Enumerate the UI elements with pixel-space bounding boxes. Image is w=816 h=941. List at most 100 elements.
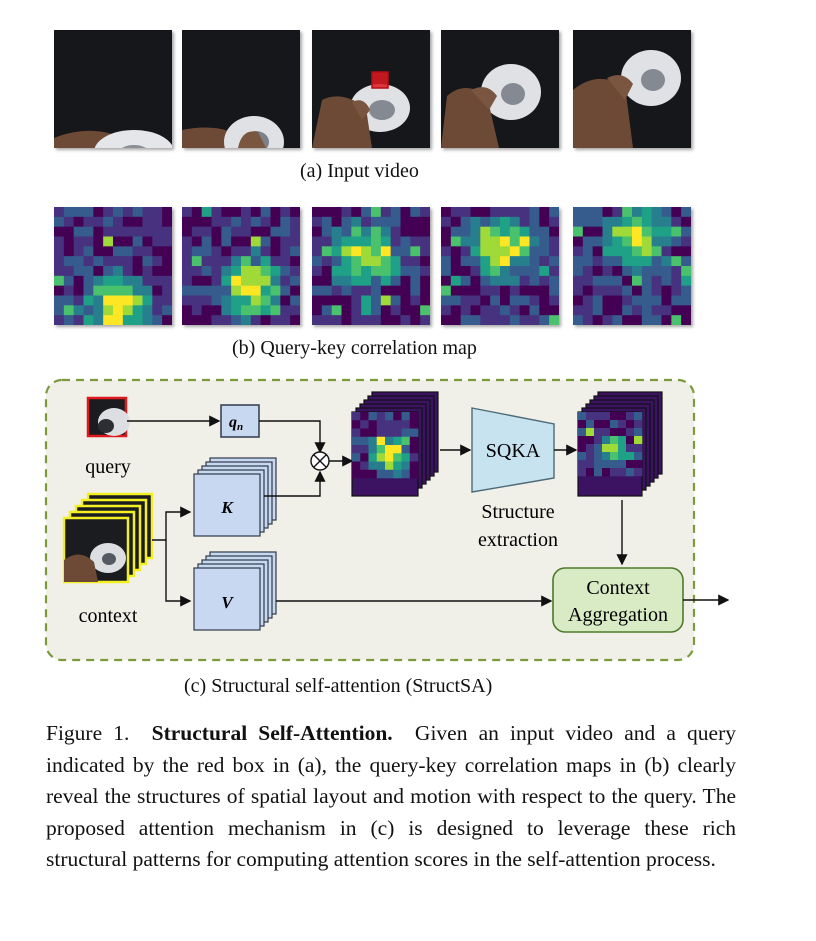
heatmap-cell xyxy=(460,256,471,267)
heatmap-cell xyxy=(221,315,232,325)
heatmap-cell xyxy=(162,295,172,306)
heatmap-cell xyxy=(54,236,65,247)
heatmap-cell xyxy=(376,420,386,429)
heatmap-cell xyxy=(612,207,623,218)
heatmap-cell xyxy=(390,266,401,277)
heatmap-cell xyxy=(250,295,261,306)
heatmap-cell xyxy=(401,420,411,429)
heatmap-cell xyxy=(586,428,595,437)
heatmap-cell xyxy=(490,207,501,218)
heatmap-cell xyxy=(509,246,520,257)
heatmap-cell xyxy=(573,275,584,286)
heatmap-cell xyxy=(500,285,511,296)
heatmap-cell xyxy=(231,256,242,267)
heatmap-cell xyxy=(622,315,633,325)
heatmap-cell xyxy=(371,236,382,247)
heatmap-cell xyxy=(290,295,300,306)
heatmap-cell xyxy=(321,295,332,306)
heatmap-cell xyxy=(103,256,114,267)
heatmap-cell xyxy=(152,216,163,227)
heatmap-cell xyxy=(661,246,672,257)
heatmap-cell xyxy=(93,315,104,325)
heatmap-cell xyxy=(602,275,613,286)
heatmap-cell xyxy=(651,295,662,306)
heatmap-cell xyxy=(500,315,511,325)
heatmap-cell xyxy=(420,236,430,247)
heatmap-cell xyxy=(632,266,643,277)
heatmap-cell xyxy=(578,420,587,429)
heatmap-cell xyxy=(312,266,323,277)
heatmap-cell xyxy=(241,256,252,267)
context-stack xyxy=(62,492,154,584)
heatmap-cell xyxy=(231,216,242,227)
heatmap-cell xyxy=(460,246,471,257)
heatmap-cell xyxy=(260,285,271,296)
heatmap-cell xyxy=(470,285,481,296)
video-frame-2 xyxy=(182,30,300,148)
heatmap-cell xyxy=(602,436,611,445)
q-box xyxy=(220,404,260,438)
heatmap-cell xyxy=(360,469,369,479)
heatmap-cell xyxy=(602,207,613,218)
heatmap-cell xyxy=(103,295,114,306)
heatmap-cell xyxy=(401,469,411,479)
heatmap-cell xyxy=(671,236,682,247)
heatmap-cell xyxy=(241,305,252,316)
heatmap-cell xyxy=(122,207,133,218)
heatmap-cell xyxy=(321,305,332,316)
heatmap-cell xyxy=(450,266,461,277)
heatmap-cell xyxy=(361,256,372,267)
heatmap-cell xyxy=(622,275,633,286)
heatmap-cell xyxy=(549,295,559,306)
heatmap-cell xyxy=(490,216,501,227)
heatmap-cell xyxy=(634,436,643,445)
heatmap-cell xyxy=(632,246,643,257)
heatmap-cell xyxy=(582,246,593,257)
heatmap-cell xyxy=(182,246,193,257)
heatmap-cell xyxy=(360,461,369,471)
heatmap-cell xyxy=(632,207,643,218)
heatmap-cell xyxy=(93,207,104,218)
heatmap-cell xyxy=(270,315,281,325)
video-frame-1 xyxy=(54,30,172,148)
heatmap-cell xyxy=(618,444,627,453)
heatmap-cell xyxy=(103,246,114,257)
figure-caption-body: Given an input video and a query indicat… xyxy=(46,721,737,871)
heatmap-cell xyxy=(450,207,461,218)
heatmap-cell xyxy=(586,444,595,453)
heatmap-cell xyxy=(460,275,471,286)
heatmap-cell xyxy=(122,236,133,247)
heatmap-cell xyxy=(622,226,633,237)
heatmap-cell xyxy=(400,256,411,267)
heatmap-cell xyxy=(634,468,643,477)
heatmap-cell xyxy=(270,216,281,227)
heatmap-cell xyxy=(573,285,584,296)
heatmap-cell xyxy=(142,246,153,257)
heatmap-cell xyxy=(142,216,153,227)
heatmap-cell xyxy=(529,226,540,237)
heatmap-cell xyxy=(162,275,172,286)
heatmap-cell xyxy=(132,305,143,316)
heatmap-cell xyxy=(441,226,452,237)
heatmap-cell xyxy=(592,266,603,277)
heatmap-cell xyxy=(390,295,401,306)
heatmap-cell xyxy=(539,295,550,306)
heatmap-cell xyxy=(132,266,143,277)
heatmap-cell xyxy=(390,275,401,286)
heatmap-cell xyxy=(409,469,419,479)
heatmap-cell xyxy=(351,246,362,257)
heatmap-cell xyxy=(586,412,595,421)
correlation-map-3-heatmap xyxy=(312,207,430,325)
heatmap-cell xyxy=(371,266,382,277)
heatmap-cell xyxy=(671,226,682,237)
heatmap-cell xyxy=(361,266,372,277)
heatmap-cell xyxy=(420,295,430,306)
correlation-map-5 xyxy=(573,207,691,325)
heatmap-cell xyxy=(592,275,603,286)
heatmap-cell xyxy=(260,315,271,325)
heatmap-cell xyxy=(351,256,362,267)
heatmap-cell xyxy=(420,275,430,286)
heatmap-cell xyxy=(182,216,193,227)
heatmap-cell xyxy=(573,216,584,227)
heatmap-cell xyxy=(671,285,682,296)
